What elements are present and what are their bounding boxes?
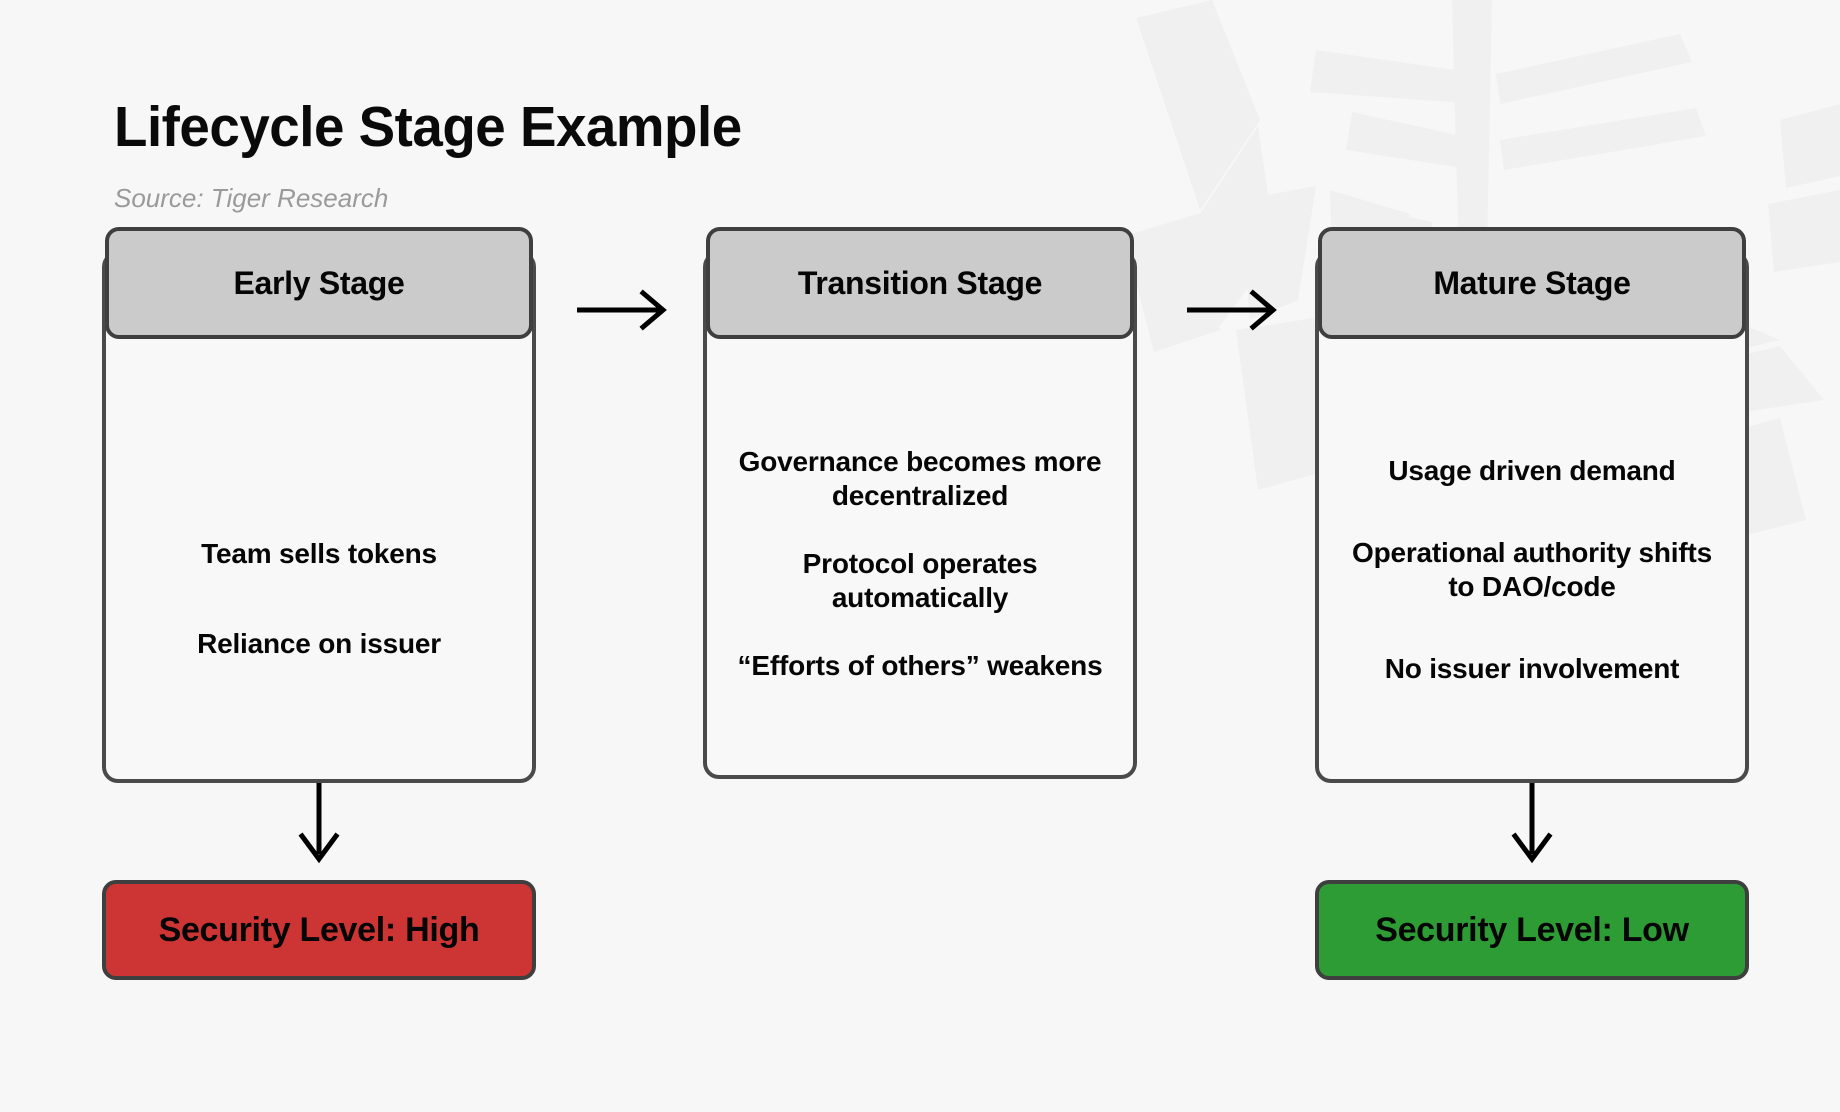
stage-card-lines-transition: Governance becomes more decentralized Pr… — [707, 367, 1133, 783]
page-title: Lifecycle Stage Example — [114, 95, 742, 159]
stage-line: Operational authority shifts to DAO/code — [1352, 536, 1712, 602]
stage-title-label: Mature Stage — [1433, 264, 1631, 301]
stage-line: “Efforts of others” weakens — [737, 650, 1103, 682]
status-badge-security-high[interactable]: Security Level: High — [102, 880, 536, 980]
stage-line: Reliance on issuer — [197, 628, 441, 659]
stage-card-lines-mature: Usage driven demand Operational authorit… — [1319, 367, 1745, 787]
stage-card-body-early: Team sells tokens Reliance on issuer — [102, 251, 536, 783]
stage-title-label: Early Stage — [233, 264, 405, 301]
stage-header-early[interactable]: Early Stage — [105, 227, 533, 339]
status-badge-security-low[interactable]: Security Level: Low — [1315, 880, 1749, 980]
stage-card-body-transition: Governance becomes more decentralized Pr… — [703, 251, 1137, 779]
arrow-right-icon — [1187, 289, 1277, 331]
stage-line: Usage driven demand — [1388, 454, 1676, 486]
source-attribution: Source: Tiger Research — [114, 183, 389, 213]
stage-header-mature[interactable]: Mature Stage — [1318, 227, 1746, 339]
status-badge-label: Security Level: High — [158, 910, 480, 949]
stage-title-label: Transition Stage — [797, 264, 1043, 301]
stage-header-transition[interactable]: Transition Stage — [706, 227, 1134, 339]
stage-line: Team sells tokens — [201, 537, 437, 569]
stage-line: Protocol operates automatically — [802, 547, 1038, 614]
stage-line: Governance becomes more decentralized — [738, 445, 1102, 511]
arrow-right-icon — [577, 289, 667, 331]
stage-card-lines-early: Team sells tokens Reliance on issuer — [106, 367, 532, 787]
stage-line: No issuer involvement — [1384, 653, 1680, 685]
status-badge-label: Security Level: Low — [1375, 910, 1689, 949]
